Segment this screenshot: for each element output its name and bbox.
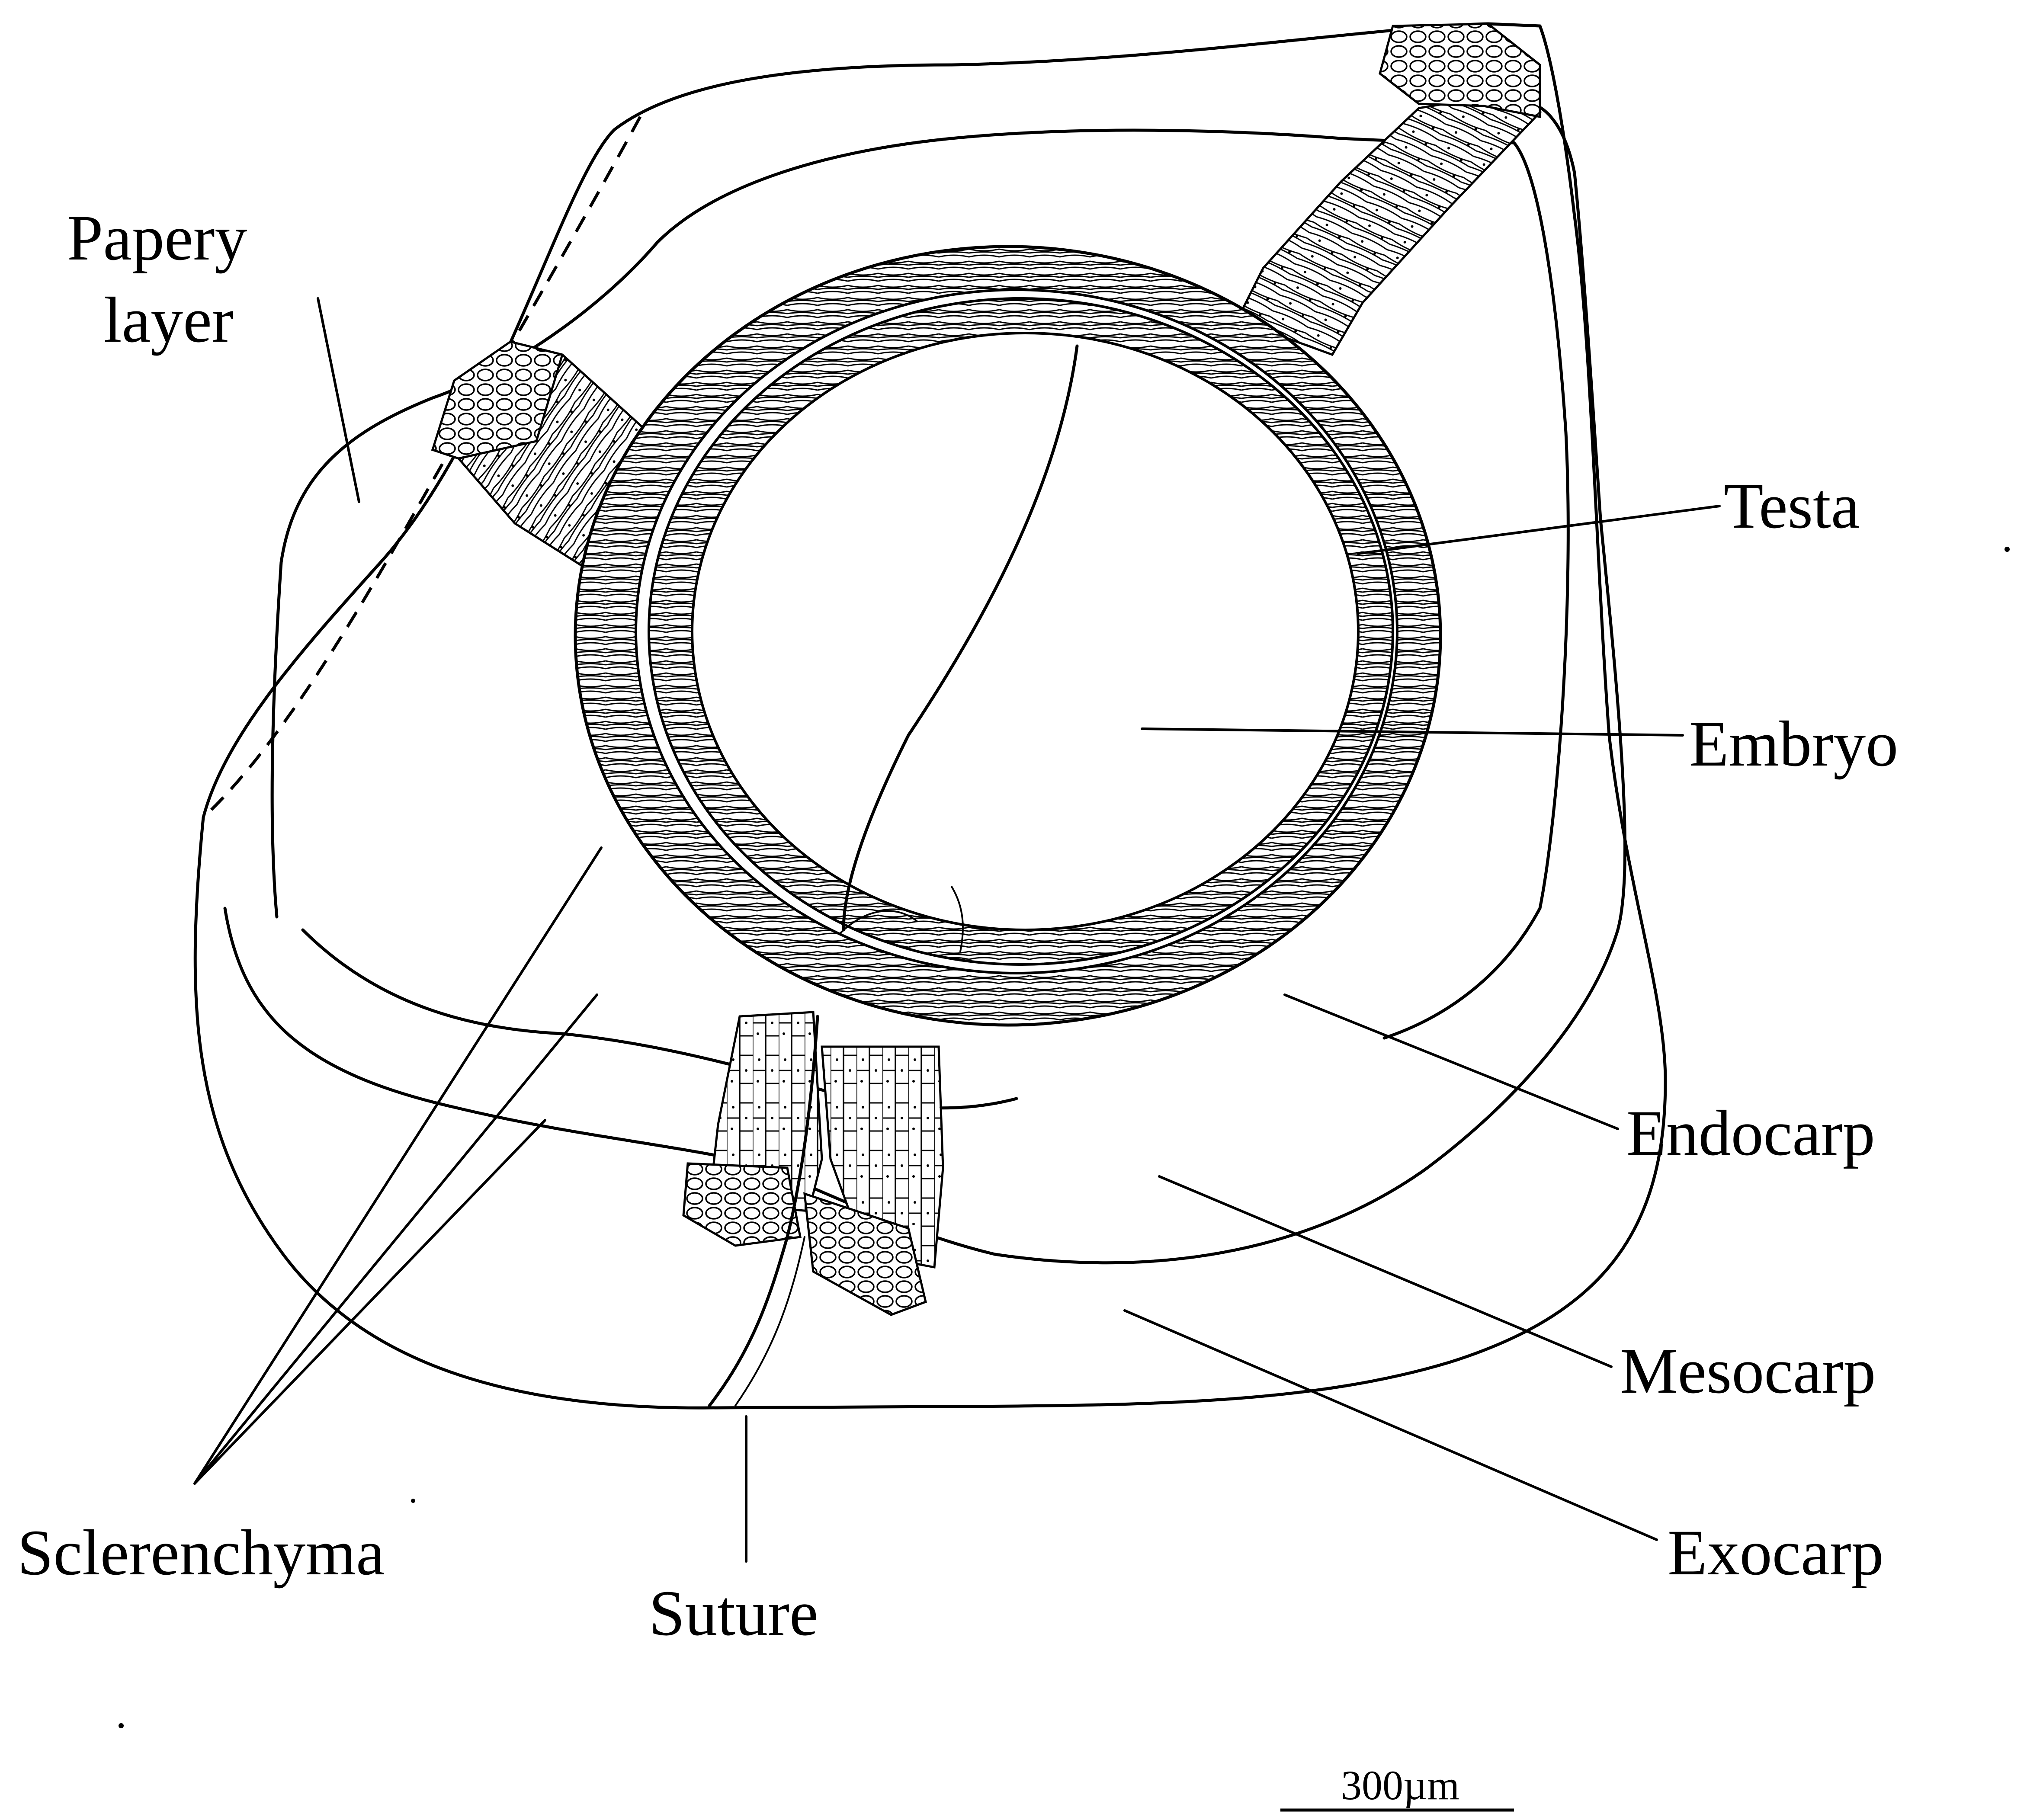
speck xyxy=(119,1723,124,1728)
suture-cells-left xyxy=(683,1163,800,1246)
suture-line-edge xyxy=(735,1237,805,1406)
label-endocarp: Endocarp xyxy=(1626,1097,1875,1169)
leader-exocarp xyxy=(1125,1311,1657,1540)
leader-sclerenchyma-1 xyxy=(195,848,601,1484)
leader-sclerenchyma-3 xyxy=(195,1120,545,1484)
scale-bar-label: 300µm xyxy=(1341,1762,1459,1808)
testa-ring-inner xyxy=(692,333,1358,930)
label-suture: Suture xyxy=(649,1577,818,1649)
sclerenchyma-bundle-upper-right xyxy=(1237,99,1540,355)
leader-mesocarp xyxy=(1159,1176,1611,1367)
sclerenchyma-cells-upper-right xyxy=(1380,24,1540,117)
leader-papery-layer xyxy=(318,298,359,502)
label-sclerenchyma: Sclerenchyma xyxy=(17,1517,385,1589)
leader-endocarp xyxy=(1285,995,1618,1129)
label-mesocarp: Mesocarp xyxy=(1620,1335,1876,1407)
label-embryo: Embryo xyxy=(1689,708,1898,780)
label-papery-layer-line2: layer xyxy=(104,284,234,356)
speck xyxy=(2005,547,2010,552)
leader-sclerenchyma-2 xyxy=(195,995,597,1484)
label-testa: Testa xyxy=(1724,470,1860,542)
label-exocarp: Exocarp xyxy=(1668,1517,1884,1589)
speck xyxy=(411,1499,415,1503)
label-papery-layer-line1: Papery xyxy=(67,202,247,274)
